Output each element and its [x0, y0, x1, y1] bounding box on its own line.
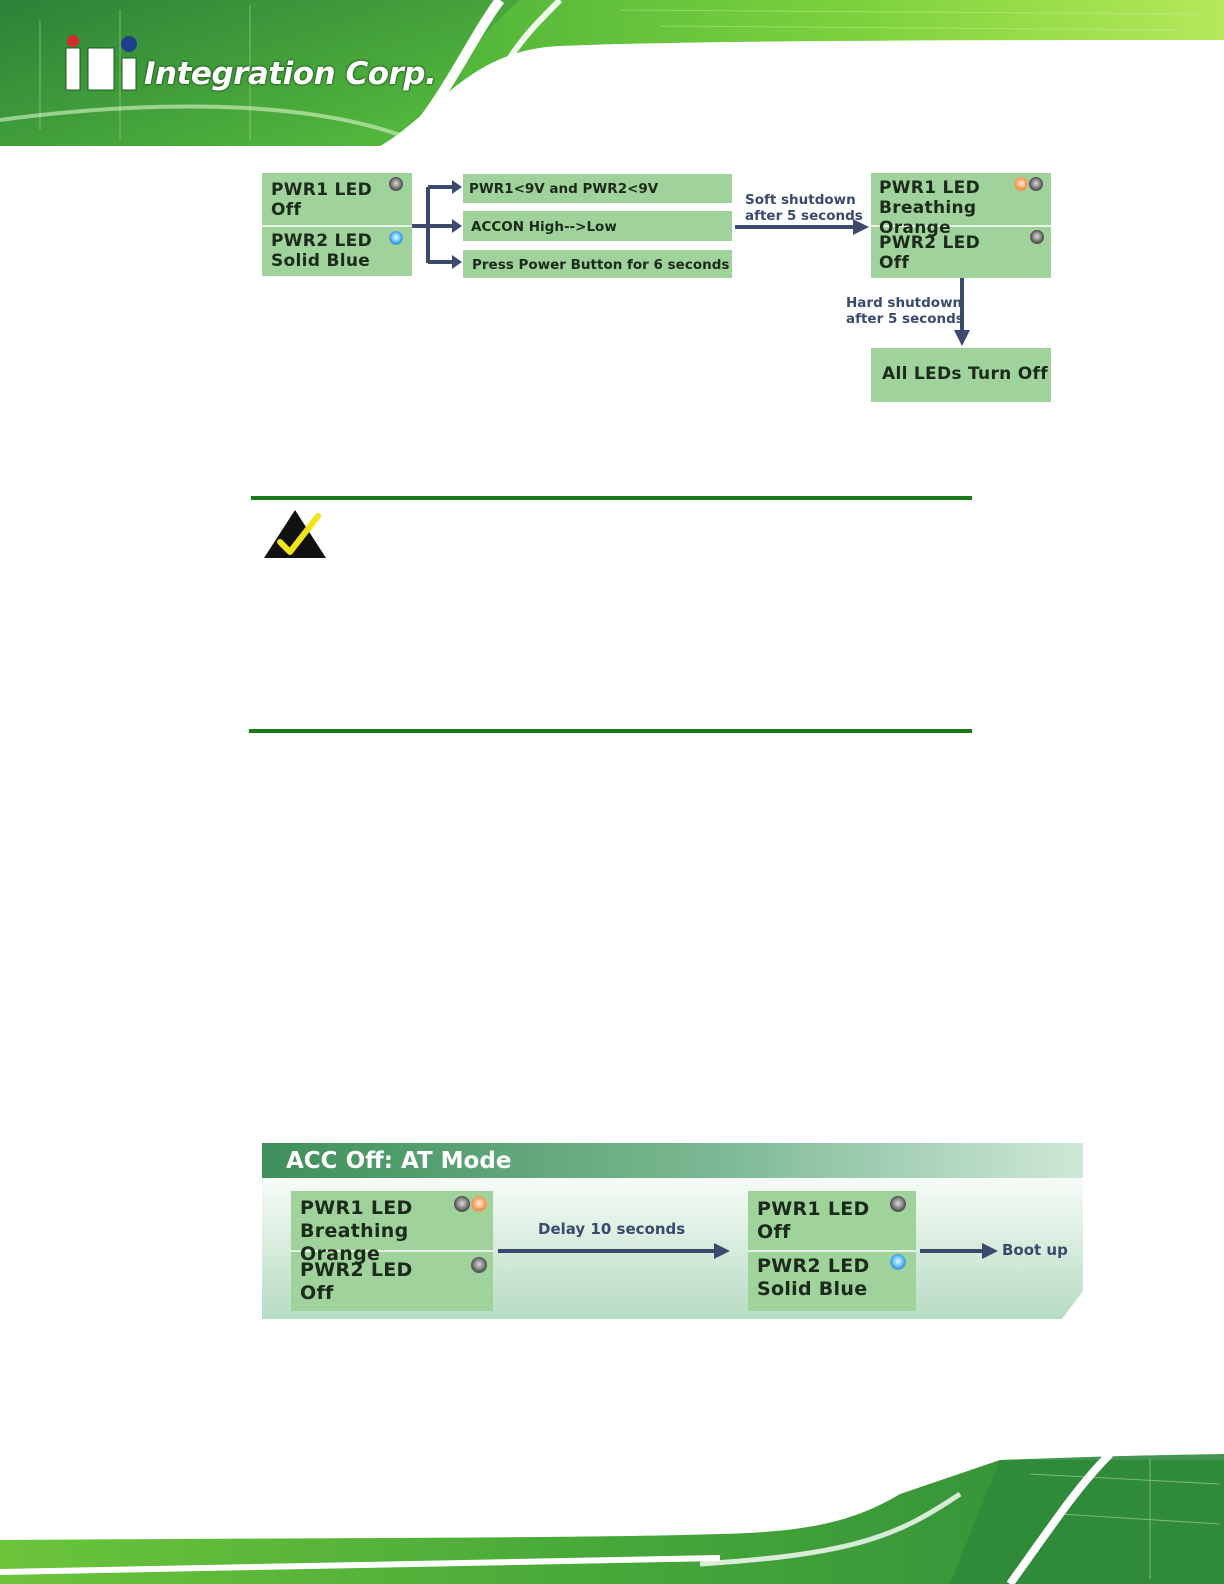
delay-label: Delay 10 seconds — [538, 1220, 686, 1238]
boot-label: Boot up — [1002, 1241, 1068, 1259]
brand-logo: Integration Corp. — [62, 34, 442, 98]
all-leds-off-box: All LEDs Turn Off — [871, 348, 1051, 402]
note-bottom-rule — [249, 729, 972, 733]
right-led-box: PWR1 LED Breathing Orange PWR2 LED Off — [871, 173, 1051, 278]
soft-shutdown-label-2: after 5 seconds — [745, 208, 863, 224]
at-left-led-box: PWR1 LED Breathing Orange PWR2 LED Off — [291, 1191, 493, 1311]
branch-arrows — [412, 180, 462, 269]
delay-arrow — [498, 1243, 730, 1259]
hard-shutdown-label-1: Hard shutdown — [846, 295, 963, 311]
led-blue-icon — [389, 231, 403, 245]
left-led-box: PWR1 LED Off PWR2 LED Solid Blue — [262, 173, 412, 276]
right-pwr1-title: PWR1 LED — [879, 178, 981, 198]
right-pwr2-state: Off — [879, 253, 910, 273]
brand-name: Integration Corp. — [144, 56, 437, 92]
hard-shutdown-arrow — [954, 278, 970, 346]
led-blue-icon — [890, 1254, 906, 1270]
header-banner: Integration Corp. — [0, 0, 1224, 146]
footer-banner — [0, 1454, 1224, 1584]
checkmark-warning-icon — [264, 510, 326, 558]
led-orange-icon — [471, 1196, 487, 1212]
led-gray-icon — [890, 1196, 906, 1212]
soft-shutdown-arrow — [735, 219, 869, 235]
note-top-rule — [251, 496, 972, 500]
condition-voltage: PWR1<9V and PWR2<9V — [463, 174, 732, 203]
right-pwr2-title: PWR2 LED — [879, 233, 981, 253]
left-pwr1-title: PWR1 LED — [271, 180, 373, 200]
led-gray-icon — [471, 1257, 487, 1273]
condition-power-button: Press Power Button for 6 seconds — [463, 250, 732, 278]
led-gray-icon — [454, 1196, 470, 1212]
boot-arrow — [920, 1243, 998, 1259]
left-pwr2-state: Solid Blue — [271, 251, 371, 271]
led-orange-icon — [1014, 177, 1028, 191]
led-gray-icon — [389, 177, 403, 191]
condition-accon: ACCON High-->Low — [463, 211, 732, 241]
soft-shutdown-label-1: Soft shutdown — [745, 192, 856, 208]
left-pwr2-title: PWR2 LED — [271, 231, 373, 251]
at-right-led-box: PWR1 LED Off PWR2 LED Solid Blue — [748, 1191, 916, 1311]
right-pwr1-state: Breathing Orange — [879, 198, 977, 238]
left-pwr1-state: Off — [271, 200, 302, 220]
at-mode-title: ACC Off: AT Mode — [286, 1148, 512, 1174]
led-gray-icon — [1030, 230, 1044, 244]
diagram-at-mode: ACC Off: AT Mode PWR1 LED Breathing Oran… — [262, 1143, 1083, 1320]
hard-shutdown-label-2: after 5 seconds — [846, 311, 964, 327]
led-gray-icon — [1029, 177, 1043, 191]
